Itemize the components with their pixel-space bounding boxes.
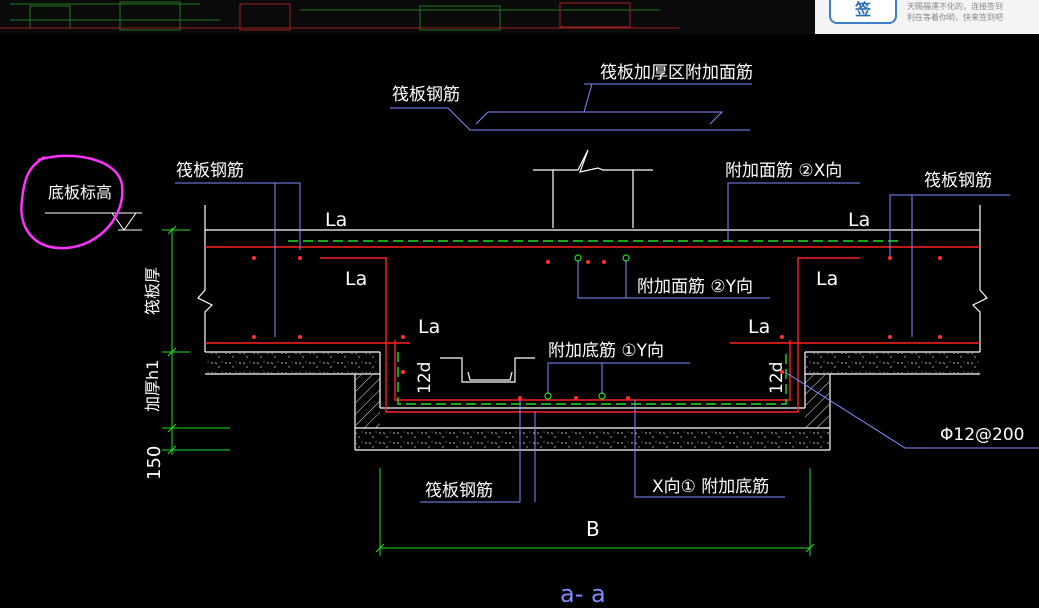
- concrete-cushion: [206, 353, 979, 449]
- highlight-circle: [20, 154, 124, 250]
- label-raft-rebar-top: 筏板钢筋: [392, 85, 460, 105]
- label-la-top-right: La: [848, 209, 870, 231]
- ad-text-line-2: 利在等着你哟，快来签到吧: [907, 13, 1003, 22]
- rebar-dots: [252, 256, 942, 400]
- structure-outline: [197, 149, 988, 451]
- label-la-low-left: La: [418, 316, 440, 338]
- label-dim-b: B: [586, 517, 600, 541]
- label-add-top-y: 附加面筋 ②Y向: [637, 277, 753, 297]
- label-la-mid-left: La: [345, 268, 367, 290]
- rebar-additional-dots: [544, 254, 630, 400]
- sign-in-ad-panel[interactable]: 签 天赐福運不化的，连接签到 利在等着你哟，快来签到吧: [815, 0, 1039, 34]
- label-add-bottom-x: X向① 附加底筋: [652, 477, 769, 497]
- label-bottom-elevation: 底板标高: [48, 183, 112, 202]
- elevation-symbol: [45, 212, 142, 231]
- label-dim-raft-thickness: 筏板厚: [143, 267, 162, 315]
- label-add-bottom-y: 附加底筋 ①Y向: [548, 341, 664, 361]
- cad-thumbnail-lines: [0, 1, 680, 31]
- top-strip: 签 天赐福運不化的，连接签到 利在等着你哟，快来签到吧: [0, 0, 1039, 34]
- label-raft-rebar-right: 筏板钢筋: [924, 171, 992, 191]
- labels: 筏板加厚区附加面筋 筏板钢筋 筏板钢筋 筏板钢筋 附加面筋 ②X向 附加面筋 ②…: [48, 63, 1024, 541]
- label-dim-150: 150: [144, 446, 165, 480]
- label-la-top-left: La: [325, 209, 347, 231]
- label-raft-thick-add-top: 筏板加厚区附加面筋: [600, 63, 753, 83]
- cad-thumbnail: [0, 0, 680, 34]
- dimension-lines: [162, 225, 815, 556]
- label-rebar-spec: Φ12@200: [940, 425, 1024, 445]
- rebar-main: [205, 246, 980, 413]
- label-la-low-right: La: [748, 316, 770, 338]
- leader-lines: [175, 83, 1039, 503]
- label-add-top-x: 附加面筋 ②X向: [725, 161, 842, 181]
- label-raft-rebar-bottom: 筏板钢筋: [425, 481, 493, 501]
- ad-text-line-1: 天赐福運不化的，连接签到: [907, 2, 1003, 11]
- label-raft-rebar-left: 筏板钢筋: [176, 161, 244, 181]
- label-12d-right: 12d: [767, 362, 787, 394]
- label-12d-left: 12d: [415, 362, 435, 394]
- label-la-mid-right: La: [816, 268, 838, 290]
- section-title: a- a: [560, 580, 606, 608]
- sign-in-badge[interactable]: 签: [829, 0, 897, 24]
- label-dim-thicken-h1: 加厚h1: [143, 360, 162, 412]
- rebar-additional: [288, 240, 900, 405]
